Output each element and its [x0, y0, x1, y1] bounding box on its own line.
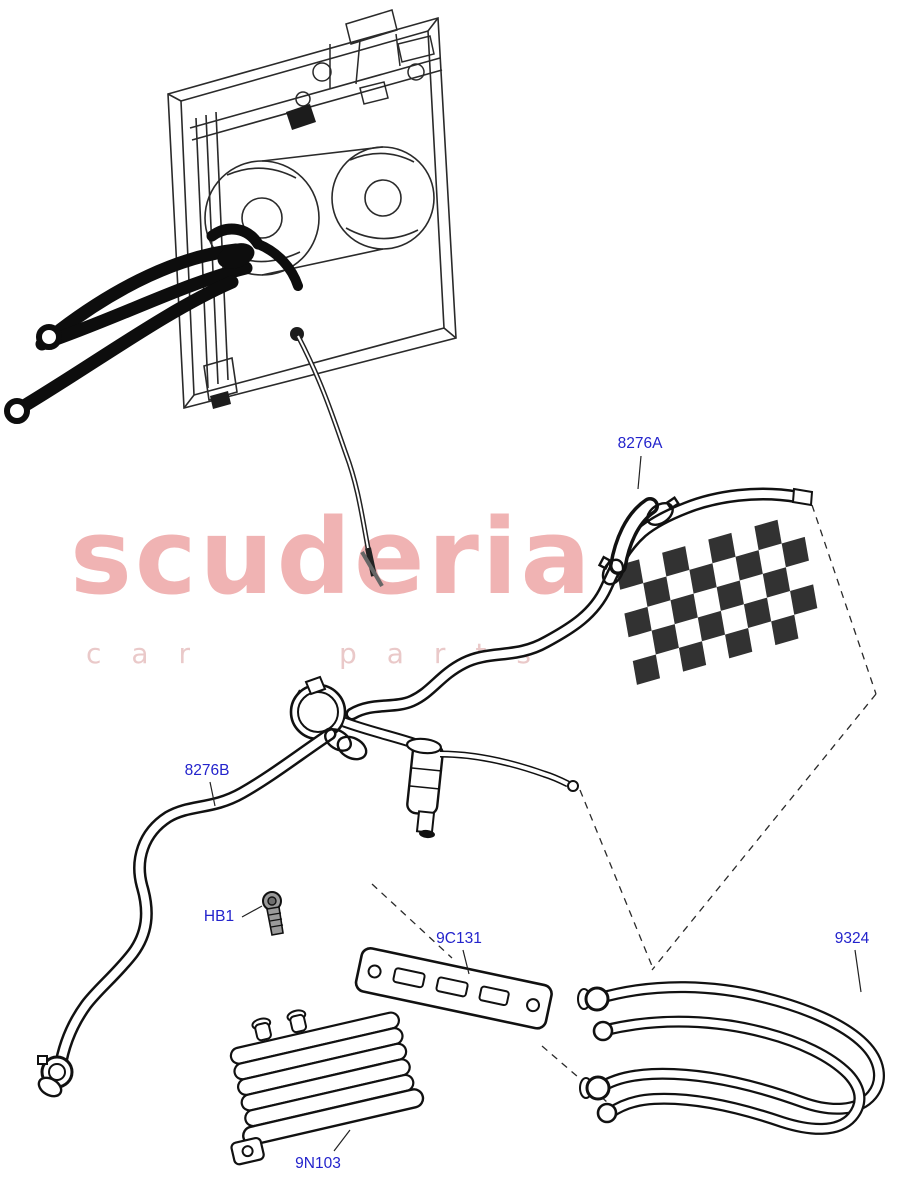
checkered-flag-watermark: [616, 519, 818, 685]
part-label-9n103[interactable]: 9N103: [295, 1155, 341, 1172]
bracket-9c131: [354, 946, 553, 1030]
hose-clamps-8276a: [597, 496, 681, 586]
part-label-8276b[interactable]: 8276B: [184, 762, 230, 779]
part-label-9c131[interactable]: 9C131: [436, 930, 482, 947]
black-hose-fittings: [4, 324, 62, 424]
black-hose-bundle: [17, 223, 303, 413]
hose-coupler: [289, 675, 347, 741]
hose-pair-9324: [594, 981, 885, 1135]
part-label-8276a[interactable]: 8276A: [617, 435, 663, 452]
engine-top-detail: [286, 9, 435, 130]
label-leader-lines: [209, 455, 862, 1152]
radiator-fan-assembly: [167, 16, 457, 410]
hose-8276b: [53, 727, 352, 1075]
coolant-valve: [336, 716, 579, 839]
part-label-hb1[interactable]: HB1: [203, 908, 235, 925]
watermark-brand: scuderia: [70, 496, 594, 618]
hose-8276b-end-fitting: [37, 1055, 74, 1098]
hose-9324-fittings: [577, 986, 618, 1124]
part-label-9324[interactable]: 9324: [834, 930, 870, 947]
radiator-mount-foot: [203, 356, 238, 409]
oil-cooler-9n103: [229, 1009, 425, 1166]
bleed-hose: [290, 327, 384, 588]
bolt-hb1: [262, 891, 284, 936]
